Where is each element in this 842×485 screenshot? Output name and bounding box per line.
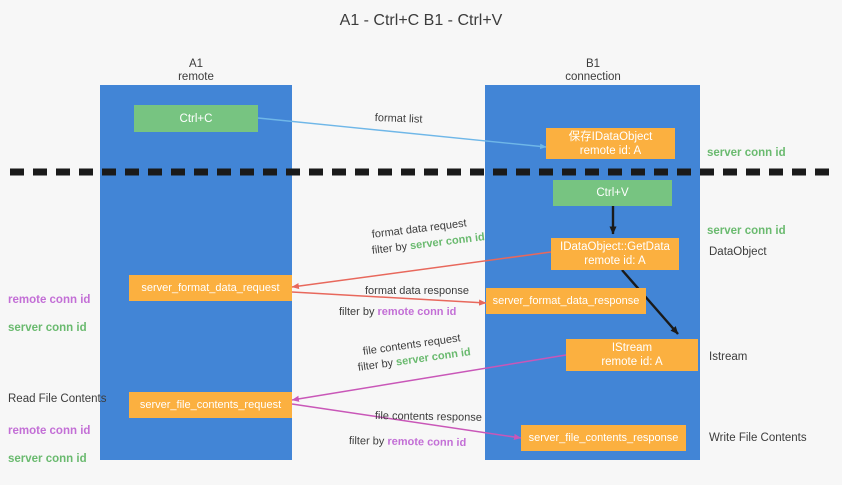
node-ctrl-c[interactable]: Ctrl+C [134, 105, 258, 132]
node-idataobject-getdata[interactable]: IDataObject::GetData remote id: A [551, 238, 679, 270]
right-label-dataobject: DataObject [709, 246, 767, 258]
node-istream[interactable]: IStream remote id: A [566, 339, 698, 371]
server-conn-id-text: server conn id [8, 453, 87, 465]
right-label-server-conn-id-2: server conn id [707, 210, 786, 238]
filter-by-text: filter by [339, 306, 378, 318]
left-label-read-file-contents: Read File Contents [8, 393, 107, 405]
node-ctrl-v[interactable]: Ctrl+V [553, 180, 672, 206]
server-conn-id-text: server conn id [8, 322, 87, 334]
edge-label-file-contents-response-filter: filter by remote conn id [349, 434, 467, 450]
node-server-file-contents-response[interactable]: server_file_contents_response [521, 425, 686, 451]
right-label-write-file-contents: Write File Contents [709, 432, 807, 444]
left-label-conn-ids-1: remote conn id server conn id [8, 279, 90, 335]
edge-label-format-data-response: format data response [365, 285, 469, 297]
remote-conn-id-text: remote conn id [377, 306, 457, 318]
node-save-idataobject[interactable]: 保存IDataObject remote id: A [546, 128, 675, 159]
filter-by-text: filter by [348, 434, 388, 448]
page-title: A1 - Ctrl+C B1 - Ctrl+V [339, 12, 503, 29]
node-server-file-contents-request[interactable]: server_file_contents_request [129, 392, 292, 418]
filter-by-text: filter by [357, 356, 397, 374]
edge-label-format-data-response-filter: filter by remote conn id [339, 305, 456, 319]
server-conn-id-text: server conn id [707, 147, 786, 159]
server-conn-id-text: server conn id [707, 225, 786, 237]
node-server-format-data-request[interactable]: server_format_data_request [129, 275, 292, 301]
right-label-server-conn-id-1: server conn id [707, 132, 786, 160]
column-header-a1: A1 remote [178, 58, 214, 83]
filter-by-text: filter by [371, 240, 411, 257]
remote-conn-id-text: remote conn id [8, 425, 91, 437]
right-label-istream: Istream [709, 351, 748, 363]
edge-label-format-list: format list [374, 111, 423, 126]
remote-conn-id-text: remote conn id [387, 435, 467, 450]
node-server-format-data-response[interactable]: server_format_data_response [486, 288, 646, 314]
left-label-conn-ids-2: remote conn id server conn id [8, 410, 90, 466]
column-header-b1: B1 connection [565, 58, 621, 83]
remote-conn-id-text: remote conn id [8, 294, 91, 306]
edge-label-file-contents-response: file contents response [374, 409, 482, 424]
